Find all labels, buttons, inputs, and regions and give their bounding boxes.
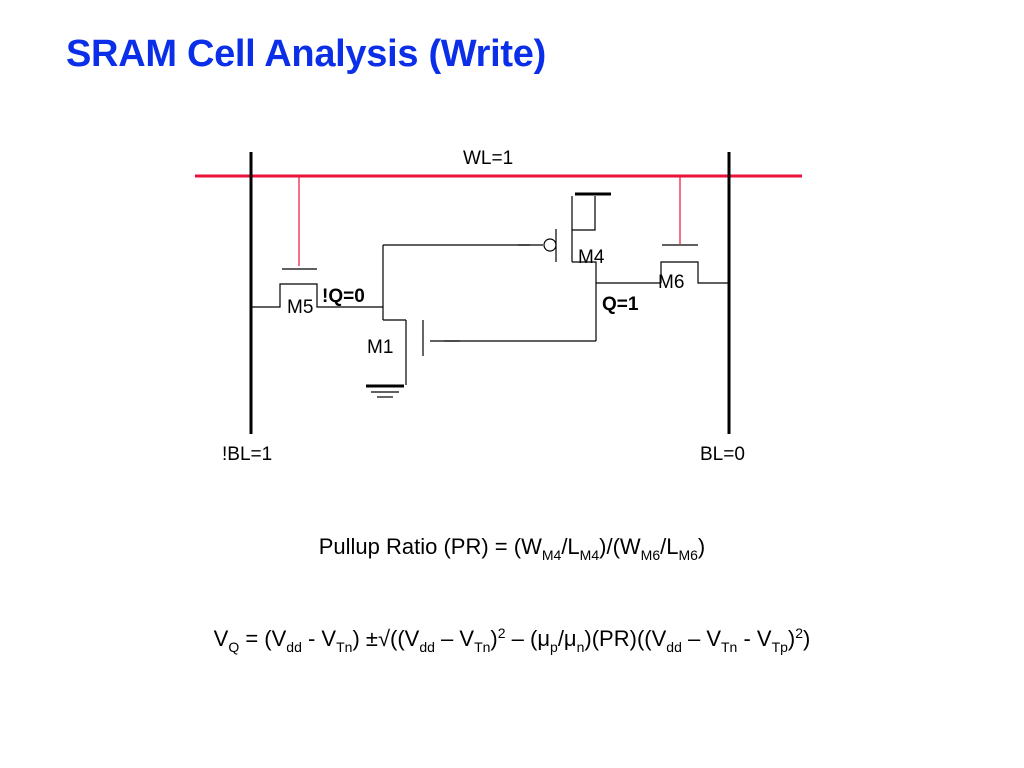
transistor-m1 xyxy=(405,320,596,385)
q-node-label: Q=1 xyxy=(602,294,639,315)
eq-text: – V xyxy=(681,626,721,651)
eq-sub: M6 xyxy=(678,547,698,563)
eq-text: ) ±√((V xyxy=(352,626,420,651)
eq-sub: Tp xyxy=(771,639,788,655)
page-title: SRAM Cell Analysis (Write) xyxy=(66,33,546,75)
eq-sub: Tn xyxy=(474,639,491,655)
eq-text: )/(W xyxy=(599,534,641,559)
eq-sub: p xyxy=(550,639,558,655)
eq-sub: dd xyxy=(666,639,682,655)
m6-label: M6 xyxy=(658,272,684,293)
eq-text: – V xyxy=(434,626,475,651)
m4-label: M4 xyxy=(578,247,605,268)
eq-sup: 2 xyxy=(795,625,804,641)
transistor-m5 xyxy=(251,268,383,308)
eq-sup: 2 xyxy=(497,625,506,641)
eq-sub: n xyxy=(576,639,585,655)
eq-text: = (V xyxy=(239,626,287,651)
eq-text: V xyxy=(213,626,229,651)
pullup-ratio-equation: Pullup Ratio (PR) = (WM4/LM4)/(WM6/LM6) xyxy=(0,534,1024,563)
eq-sub: M6 xyxy=(640,547,661,563)
eq-sub: M4 xyxy=(541,547,562,563)
m1-label: M1 xyxy=(367,337,393,358)
eq-text: – (μ xyxy=(505,626,551,651)
eq-text: Pullup Ratio (PR) = (W xyxy=(318,534,542,559)
vq-equation: VQ = (Vdd - VTn) ±√((Vdd – VTn)2 – (μp/μ… xyxy=(0,625,1024,655)
eq-text: ) xyxy=(803,626,811,651)
q-node-wiring xyxy=(595,282,661,341)
eq-text: ) xyxy=(697,534,706,559)
transistor-m4 xyxy=(518,196,597,290)
eq-text: /L xyxy=(561,534,580,559)
qbar-node-wiring xyxy=(382,244,530,321)
wordline-label: WL=1 xyxy=(463,148,513,169)
transistor-m6 xyxy=(660,244,729,284)
bitline-bar-label: !BL=1 xyxy=(222,444,272,465)
eq-text: - V xyxy=(737,626,772,651)
eq-sub: Tn xyxy=(336,639,353,655)
eq-text: ) xyxy=(490,626,498,651)
eq-text: - V xyxy=(301,626,337,651)
m5-label: M5 xyxy=(287,297,313,318)
qbar-node-label: !Q=0 xyxy=(322,286,365,307)
eq-sub: dd xyxy=(286,639,302,655)
eq-sub: Tn xyxy=(721,639,738,655)
eq-text: /μ xyxy=(557,626,577,651)
eq-text: /L xyxy=(660,534,679,559)
ground-icon xyxy=(366,384,404,398)
eq-sub: dd xyxy=(419,639,435,655)
eq-text: )(PR)((V xyxy=(584,626,667,651)
eq-sub: Q xyxy=(228,639,240,655)
eq-sub: M4 xyxy=(579,547,600,563)
eq-text: ) xyxy=(787,626,796,651)
bitline-label: BL=0 xyxy=(700,444,745,465)
